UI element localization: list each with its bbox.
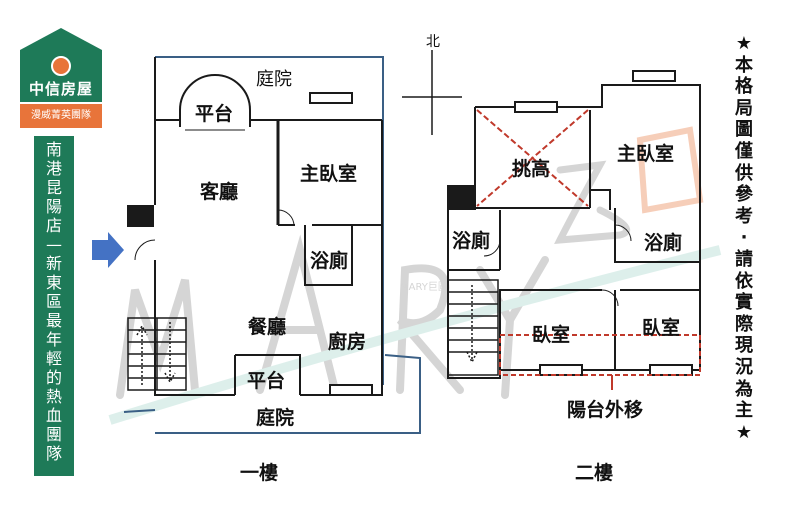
floor2-window [539,364,583,376]
entry-arrow-icon [92,232,124,268]
floor2-bedroom-right-label: 臥室 [642,317,681,339]
branch-text: 南 港 昆 陽 店 — 新 東 區 最 年 輕 的 熱 血 團 隊 [45,140,62,463]
floor1-bath-label: 浴廁 [310,250,349,272]
floor1-window [329,384,373,396]
compass-north-label: 北 [426,34,440,50]
floor2-door-arc [601,289,619,307]
logo-roof [20,28,102,50]
floor1-kitchen-label: 廚房 [328,331,367,353]
floor2-column [448,185,476,210]
void-cross-icon [476,109,589,207]
logo-emblem-icon [51,56,71,76]
floor1-staircase [127,317,187,391]
floor1-garden-bottom-label: 庭院 [256,407,295,429]
floor2-bath-right-label: 浴廁 [644,232,683,254]
balcony-dashed-area [499,334,701,376]
floor1-column [127,205,154,227]
floor1-living-label: 客廳 [200,181,239,203]
floor2-window [632,70,676,82]
floor1-window [309,92,353,104]
entry-door-arc [134,239,156,261]
logo-slogan: 漫威菁英團隊 [20,104,102,128]
logo-brand-name: 中信房屋 [28,80,93,98]
company-logo: 中信房屋 漫威菁英團隊 [20,28,102,130]
branch-banner: 南 港 昆 陽 店 — 新 東 區 最 年 輕 的 熱 血 團 隊 [34,136,74,476]
floor1-terrace-bottom-label: 平台 [247,370,286,392]
floor2-bedroom-left-label: 臥室 [532,324,571,346]
floor2-void-label: 挑高 [512,158,551,180]
floor2-balcony-note: 陽台外移 [567,399,644,421]
floor1-door-arc [277,209,295,227]
floor2-bath-left-label: 浴廁 [452,230,491,252]
floor1-walls [154,57,383,396]
compass [402,50,462,135]
floor2-window [649,364,693,376]
floor2-window [514,101,558,113]
floor1-garden-top-label: 庭院 [256,69,292,90]
floor2-master-bedroom-label: 主臥室 [617,143,675,165]
floor1-terrace-top-label: 平台 [195,103,234,125]
watermark: MARY巨圖 [108,126,722,425]
floor2-staircase [447,279,499,376]
floor1-title: 一樓 [240,462,279,484]
floor2-door-arc [483,239,501,257]
disclaimer-text: ★ 本 格 局 圖 僅 供 參 考 · 請 依 實 際 現 況 為 主 ★ [735,33,753,443]
watermark-text: MARY巨圖 [400,281,448,293]
floor2-door-arc [614,224,632,242]
floor1-master-bedroom-label: 主臥室 [300,163,358,185]
floor2-title: 二樓 [575,462,614,484]
floor1-dining-label: 餐廳 [248,316,287,338]
